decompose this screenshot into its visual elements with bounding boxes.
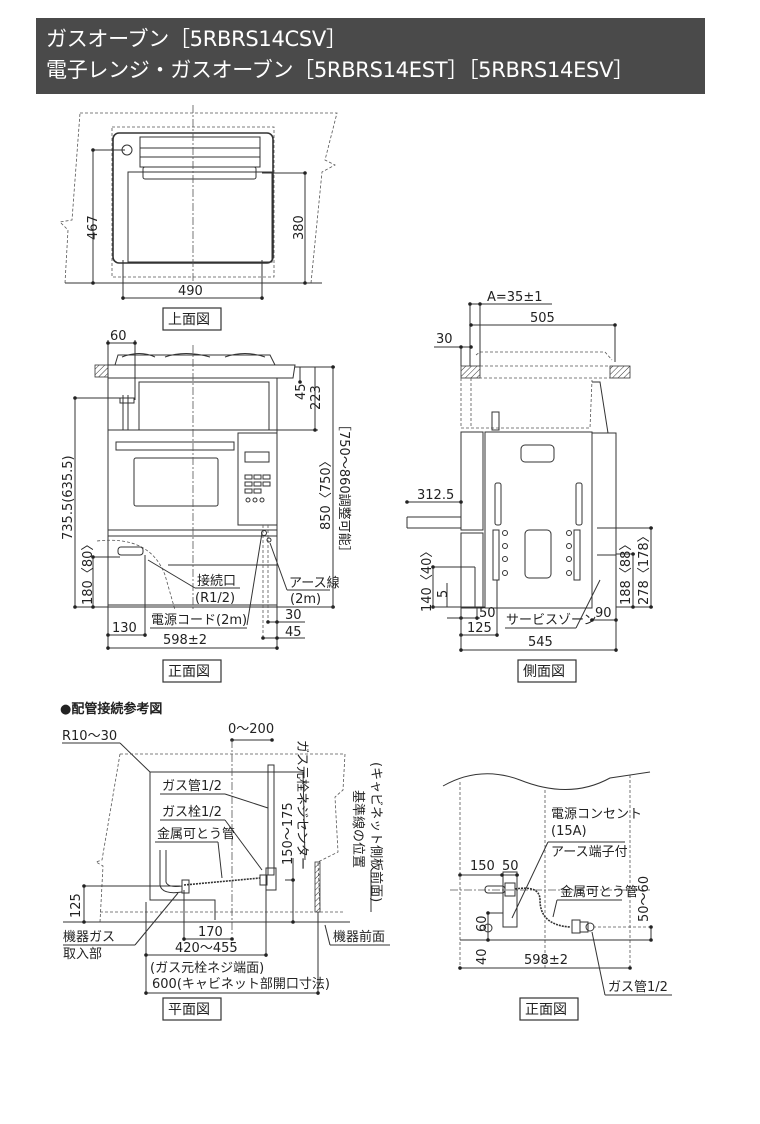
front-view: 60 45 223 850〈750〉 ［750〜860調整可能］ 735.5(6… <box>61 329 351 683</box>
top-view: 467 380 490 上面図 <box>59 105 338 331</box>
front-view-label: 正面図 <box>168 664 210 680</box>
dim-150-175: 150〜175 <box>281 802 296 865</box>
control-buttons <box>244 474 271 503</box>
piping-section-title: ●配管接続参考図 <box>60 701 162 717</box>
dim-223: 223 <box>309 385 324 410</box>
dim-45-bottom: 45 <box>285 625 302 640</box>
callout-earth-length: (2m) <box>290 592 321 607</box>
dim-467: 467 <box>86 215 101 240</box>
side-body <box>484 431 593 609</box>
gas-pipe-label: ガス管1/2 <box>162 779 222 794</box>
dim-60-front: 60 <box>475 915 490 932</box>
flex-pipe-label: 金属可とう管 <box>157 826 235 842</box>
callout-power-cord: 電源コード(2m) <box>151 613 247 628</box>
device-front-label: 機器前面 <box>333 929 385 945</box>
dim-45: 45 <box>294 383 309 400</box>
oven-body <box>107 429 278 531</box>
callout-connection: 接続口 <box>197 573 236 589</box>
dim-60: 60 <box>110 329 127 344</box>
side-view: A=35±1 505 30 312.5 140〈40〉 5 50 125 545… <box>405 290 653 683</box>
dim-30: 30 <box>285 608 302 623</box>
gas-pipe <box>267 764 275 876</box>
oven-window <box>133 457 219 507</box>
flex-pipe-front-label: 金属可とう管 <box>560 884 638 900</box>
dim-490: 490 <box>178 284 203 299</box>
dim-40-front: 40 <box>475 948 490 965</box>
gas-cock-label: ガス栓1/2 <box>162 805 222 820</box>
dim-adjust-range: ［750〜860調整可能］ <box>336 418 351 559</box>
dim-735: 735.5(635.5) <box>61 455 76 540</box>
dim-150-front: 150 <box>470 859 495 874</box>
dim-180: 180〈80〉 <box>81 538 96 605</box>
inlet-label-1: 機器ガス <box>63 930 115 945</box>
dim-50-60: 50〜60 <box>637 876 652 922</box>
piping-front-label: 正面図 <box>525 1002 567 1018</box>
dim-312-5: 312.5 <box>417 488 454 503</box>
header-title-line2: 電子レンジ・ガスオーブン［5RBRS14EST］［5RBRS14ESV］ <box>46 58 634 82</box>
range-0-200: 0〜200 <box>228 722 274 737</box>
callout-connection-size: (R1/2) <box>195 591 235 606</box>
dim-90: 90 <box>595 606 612 621</box>
dim-420-455: 420〜455 <box>175 941 238 956</box>
piping-front-view: 電源コンセント (15A) アース端子付 150 50 60 40 598±2 … <box>442 771 672 1021</box>
dim-125: 125 <box>467 621 492 636</box>
power-outlet <box>502 871 518 928</box>
reference-line-label: 基準線の位置 <box>350 790 366 868</box>
dim-545: 545 <box>528 635 553 650</box>
service-zone-label: サービスゾーン <box>506 613 596 628</box>
header-title-line1: ガスオーブン［5RBRS14CSV］ <box>46 27 347 51</box>
dim-505: 505 <box>530 311 555 326</box>
dim-188: 188〈88〉 <box>619 538 634 605</box>
piping-plan-view: ●配管接続参考図 R10〜30 0〜200 ガス管1/2 ガス栓1/2 金属可と… <box>60 701 390 1021</box>
dim-380: 380 <box>292 215 307 240</box>
dim-170: 170 <box>198 925 223 940</box>
dim-140: 140〈40〉 <box>420 545 435 612</box>
dim-600: 600(キャビネット部開口寸法) <box>152 977 330 992</box>
gas-cock-center-label: ガス元栓ネジセンター <box>294 740 309 870</box>
flex-pipe-front <box>514 887 571 928</box>
callout-earth: アース線 <box>289 575 340 591</box>
dim-130: 130 <box>112 621 137 636</box>
outlet-amp: (15A) <box>551 824 587 839</box>
flex-pipe <box>183 877 261 886</box>
reference-line-sub: (キャビネット側板前面) <box>368 762 384 902</box>
dim-50-front: 50 <box>502 859 519 874</box>
dim-30-side: 30 <box>436 332 453 347</box>
inlet-label-2: 取入部 <box>63 947 102 962</box>
dim-850: 850〈750〉 <box>319 454 334 530</box>
radius-label: R10〜30 <box>62 729 117 744</box>
gas-pipe-front-label: ガス管1/2 <box>608 980 668 995</box>
dim-a: A=35±1 <box>487 290 543 305</box>
dim-420-sub: (ガス元栓ネジ端面) <box>150 961 264 976</box>
plan-view-label: 平面図 <box>168 1002 210 1018</box>
dim-598-front: 598±2 <box>524 953 568 968</box>
header-banner: ガスオーブン［5RBRS14CSV］ 電子レンジ・ガスオーブン［5RBRS14E… <box>36 18 705 94</box>
dim-125-plan: 125 <box>69 893 84 918</box>
dim-5: 5 <box>436 590 451 598</box>
dim-598: 598±2 <box>163 633 207 648</box>
gas-connection <box>117 546 144 556</box>
top-view-label: 上面図 <box>168 312 210 328</box>
control-panel <box>237 432 278 526</box>
side-view-label: 側面図 <box>523 664 565 680</box>
dim-278: 278〈178〉 <box>637 529 652 605</box>
outlet-label: 電源コンセント <box>551 807 642 822</box>
earth-terminal-label: アース端子付 <box>551 845 628 860</box>
dim-50: 50 <box>479 606 496 621</box>
